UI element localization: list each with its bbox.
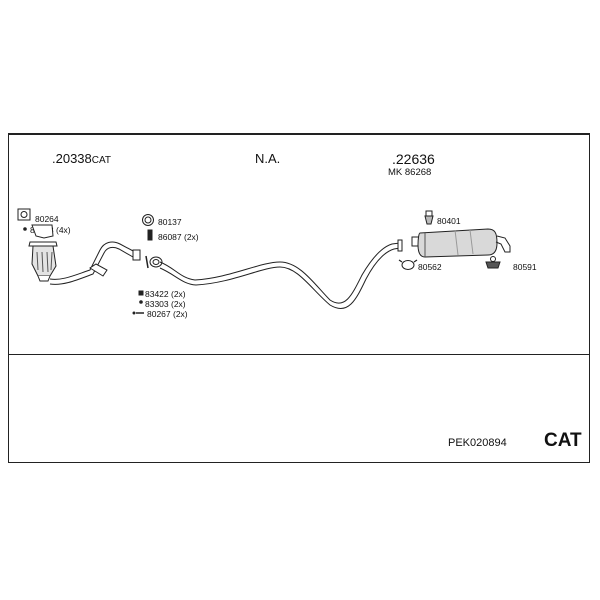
exhaust-drawing [17,208,511,315]
spring-icon [147,229,153,241]
seal-ring-icon [142,214,154,226]
middle-pipe-icon [159,239,403,310]
hanger-icon [485,256,501,269]
washer-icon [139,300,143,304]
rear-silencer-icon [411,228,511,258]
part-80401: 80401 [437,216,461,226]
part-80562: 80562 [418,262,442,272]
front-pipe-icon [49,241,141,285]
part-80137: 80137 [158,217,182,227]
screw-icon [132,311,144,315]
cat-part-number: .20338 [52,151,92,166]
part-83303: 83303 (2x) [145,299,186,309]
part-83422: 83422 (2x) [145,289,186,299]
bolt-icon [23,227,27,231]
rear-part-number: .22636 [392,151,435,167]
cat-part-suffix: CAT [91,155,112,166]
part-80591: 80591 [513,262,537,272]
rubber-mount-icon [424,210,434,225]
gasket-icon [17,208,31,221]
flange-icon [145,255,163,269]
part-80267: 80267 (2x) [147,309,188,319]
diagram-code: PEK020894 [448,437,507,449]
part-86087: 86087 (2x) [158,232,199,242]
diagram-divider [8,354,590,355]
cat-badge: CAT [544,430,582,451]
middle-part-label: N.A. [255,151,281,166]
clamp-icon [398,259,418,270]
cat-part-label: .20338CAT [52,151,111,166]
rear-kit-label: MK 86268 [388,167,432,178]
part-80264: 80264 [35,214,59,224]
catalytic-converter-icon [28,224,58,282]
diagram-frame [8,133,590,463]
nut-icon [138,290,144,296]
